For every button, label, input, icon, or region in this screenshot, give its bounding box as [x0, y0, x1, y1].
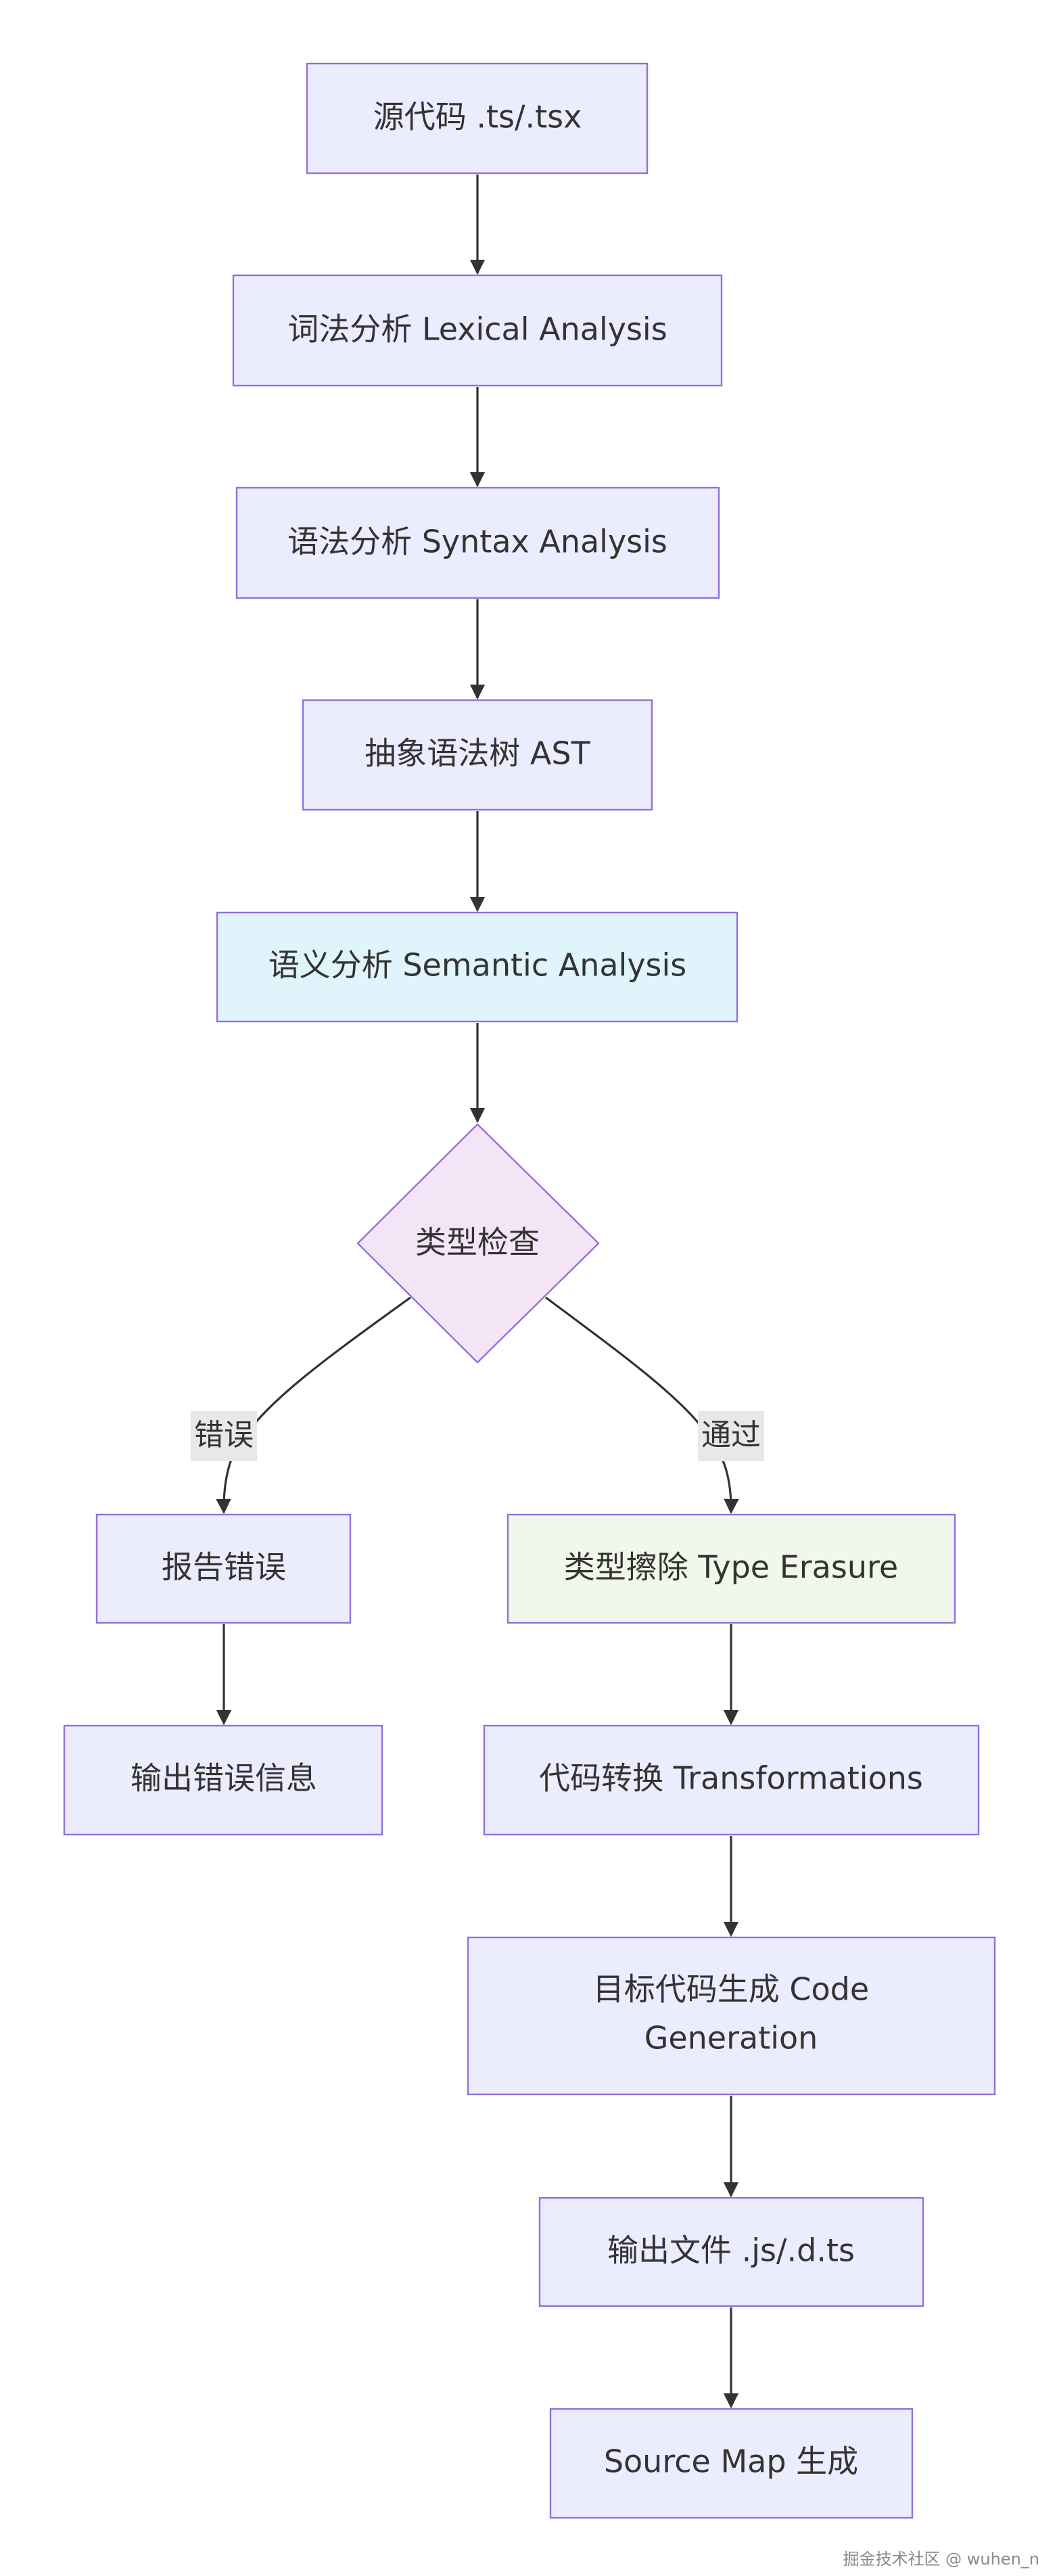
node-syntax-label: 语法分析 Syntax Analysis [287, 524, 667, 560]
node-transform-label: 代码转换 Transformations [539, 1760, 923, 1797]
node-erasure-label: 类型擦除 Type Erasure [564, 1549, 898, 1586]
node-output-error-label: 输出错误信息 [131, 1760, 317, 1797]
node-erasure: 类型擦除 Type Erasure [507, 1513, 956, 1624]
node-codegen-label-line1: 目标代码生成 Code [593, 1971, 869, 2008]
node-output-error: 输出错误信息 [63, 1724, 383, 1836]
edge-label-error-text: 错误 [194, 1418, 254, 1452]
node-codegen-label-line2: Generation [644, 2020, 818, 2056]
node-lexical-label: 词法分析 Lexical Analysis [287, 311, 667, 348]
node-report: 报告错误 [95, 1513, 352, 1624]
node-semantic-label: 语义分析 Semantic Analysis [268, 947, 687, 984]
edge-label-pass-text: 通过 [701, 1418, 761, 1452]
watermark: 掘金技术社区 @ wuhen_n [843, 2550, 1040, 2569]
node-output-file-label: 输出文件 .js/.d.ts [607, 2232, 855, 2269]
edge-typecheck-to-report [216, 1296, 411, 1515]
node-codegen: 目标代码生成 Code Generation [467, 1936, 996, 2096]
edge-label-error: 错误 [191, 1411, 257, 1461]
node-syntax: 语法分析 Syntax Analysis [235, 486, 720, 599]
edge-typecheck-to-erasure [545, 1296, 739, 1515]
node-ast-label: 抽象语法树 AST [365, 735, 590, 772]
node-source: 源代码 .ts/.tsx [306, 62, 649, 175]
edge-label-pass: 通过 [698, 1411, 764, 1461]
node-typecheck: 类型检查 [356, 1123, 600, 1364]
node-sourcemap: Source Map 生成 [549, 2408, 914, 2519]
node-output-file: 输出文件 .js/.d.ts [538, 2196, 924, 2307]
node-sourcemap-label: Source Map 生成 [604, 2443, 858, 2480]
node-source-label: 源代码 .ts/.tsx [373, 99, 582, 135]
node-transform: 代码转换 Transformations [483, 1724, 980, 1836]
node-typecheck-label: 类型检查 [415, 1224, 540, 1261]
node-lexical: 词法分析 Lexical Analysis [232, 274, 723, 387]
node-report-label: 报告错误 [162, 1549, 286, 1586]
node-ast: 抽象语法树 AST [302, 699, 653, 811]
node-semantic: 语义分析 Semantic Analysis [216, 911, 738, 1023]
